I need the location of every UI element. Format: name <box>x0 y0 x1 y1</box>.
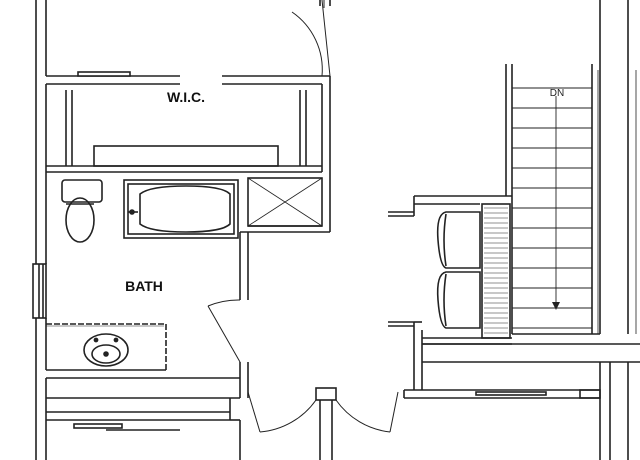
shower-stall <box>247 177 323 227</box>
vanity-counter <box>46 323 167 371</box>
wic-label: W.I.C. <box>167 89 205 105</box>
wic-closet <box>45 76 331 232</box>
wic-left-wall <box>35 0 47 76</box>
bathtub <box>123 179 239 239</box>
bath-door-swing <box>207 299 241 363</box>
staircase <box>505 64 601 335</box>
lower-left-walls <box>45 362 249 460</box>
double-door-swing <box>247 391 399 433</box>
bath-label: BATH <box>125 278 163 294</box>
top-right-wall <box>319 0 331 6</box>
toilet <box>61 179 103 243</box>
laundry-walls <box>388 195 512 399</box>
right-edge-walls <box>422 0 640 460</box>
stairs-direction-label: DN <box>550 88 564 99</box>
dryer <box>436 271 481 329</box>
bath-right-wall <box>239 225 330 300</box>
wic-top-wall <box>46 71 330 85</box>
center-pillar <box>315 387 337 460</box>
washer <box>436 211 481 269</box>
sink <box>83 333 129 367</box>
laundry-bottom-wall <box>422 337 512 345</box>
bath-left-wall <box>32 76 47 460</box>
closet-door-swing <box>291 0 331 77</box>
laundry-shelf <box>481 203 511 339</box>
